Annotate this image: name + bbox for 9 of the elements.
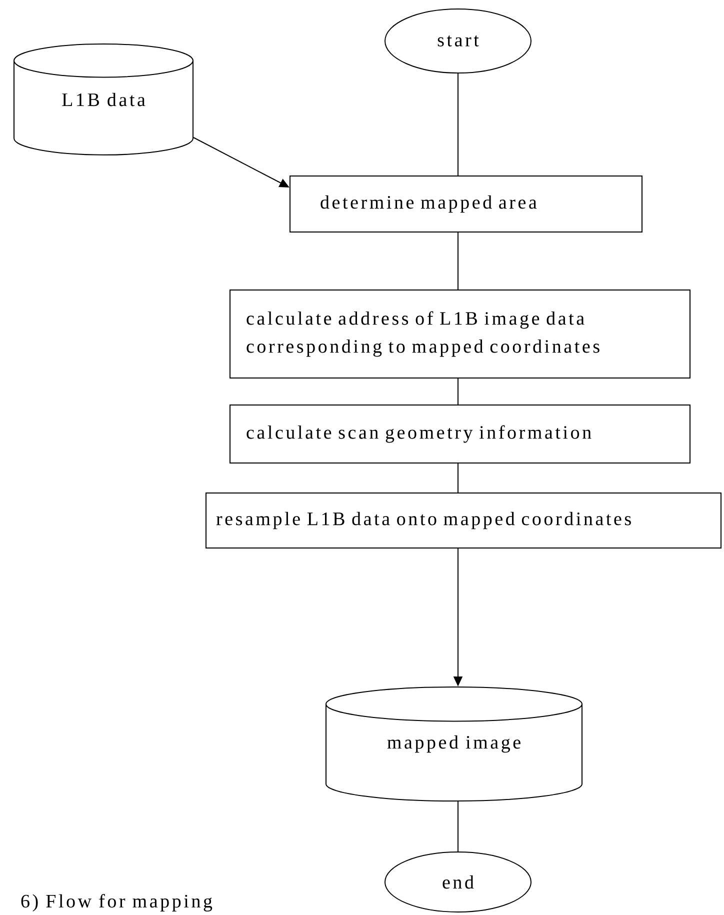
process-box: calculate address of L1B image data corresponding to mapped coordinates (230, 290, 690, 378)
terminal-oval: end (384, 852, 532, 912)
caption: 6) Flow for mapping (21, 894, 212, 912)
process-box: resample L1B data onto mapped coordinates (206, 492, 722, 548)
process-box: calculate scan geometry information (230, 404, 690, 464)
database-cylinder: L1B data (14, 44, 194, 156)
process-box: determine mapped area (290, 176, 642, 232)
database-cylinder: mapped image (326, 686, 582, 802)
terminal-oval: start (384, 8, 532, 74)
